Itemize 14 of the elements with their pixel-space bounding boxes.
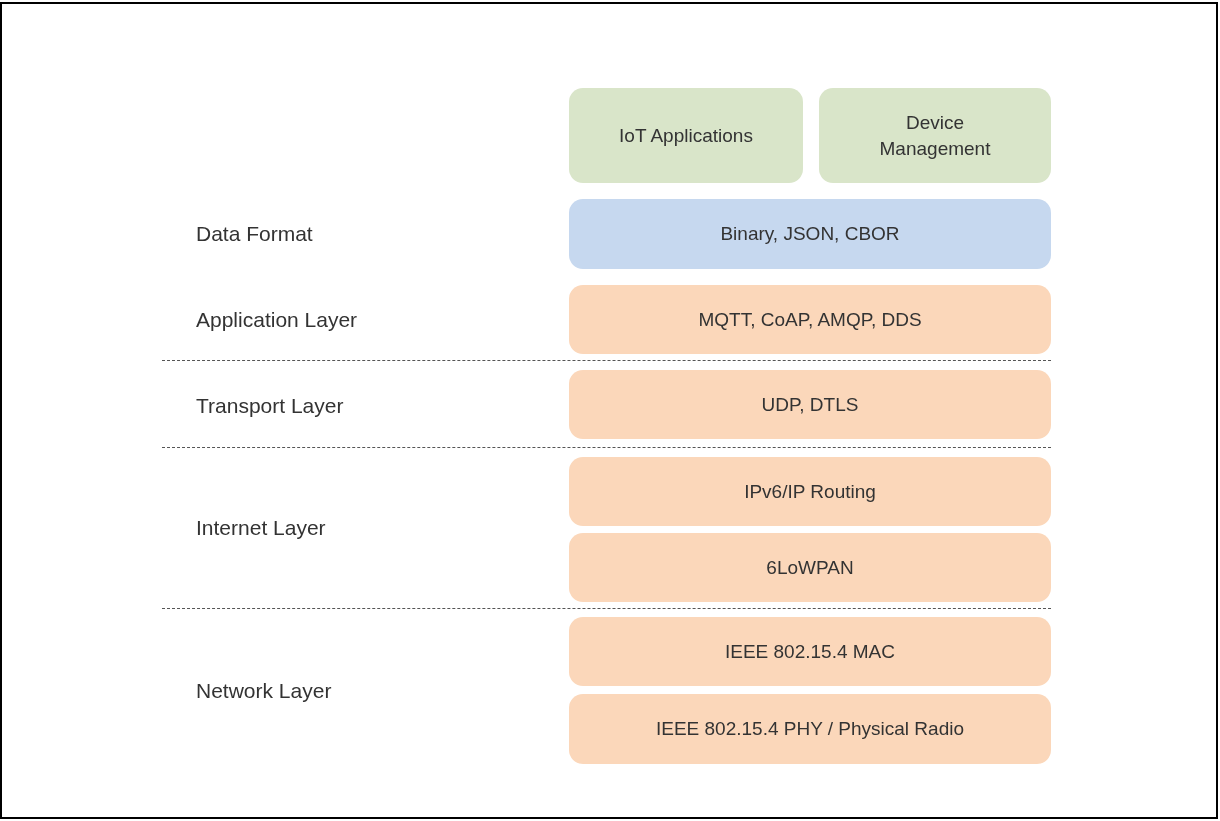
layer-label: Transport Layer [196, 394, 344, 418]
layer-label: Application Layer [196, 308, 358, 332]
protocol-box: Binary, JSON, CBOR [569, 199, 1051, 269]
protocol-box: IoT Applications [569, 88, 803, 183]
protocol-box: Device Management [819, 88, 1051, 183]
protocol-box: IPv6/IP Routing [569, 457, 1051, 526]
protocol-box: UDP, DTLS [569, 370, 1051, 439]
layer-label: Internet Layer [196, 516, 326, 540]
protocol-box: MQTT, CoAP, AMQP, DDS [569, 285, 1051, 354]
protocol-box: IEEE 802.15.4 MAC [569, 617, 1051, 686]
layer-label: Data Format [196, 222, 313, 246]
layer-label: Network Layer [196, 679, 332, 703]
protocol-box: IEEE 802.15.4 PHY / Physical Radio [569, 694, 1051, 764]
protocol-box: 6LoWPAN [569, 533, 1051, 602]
